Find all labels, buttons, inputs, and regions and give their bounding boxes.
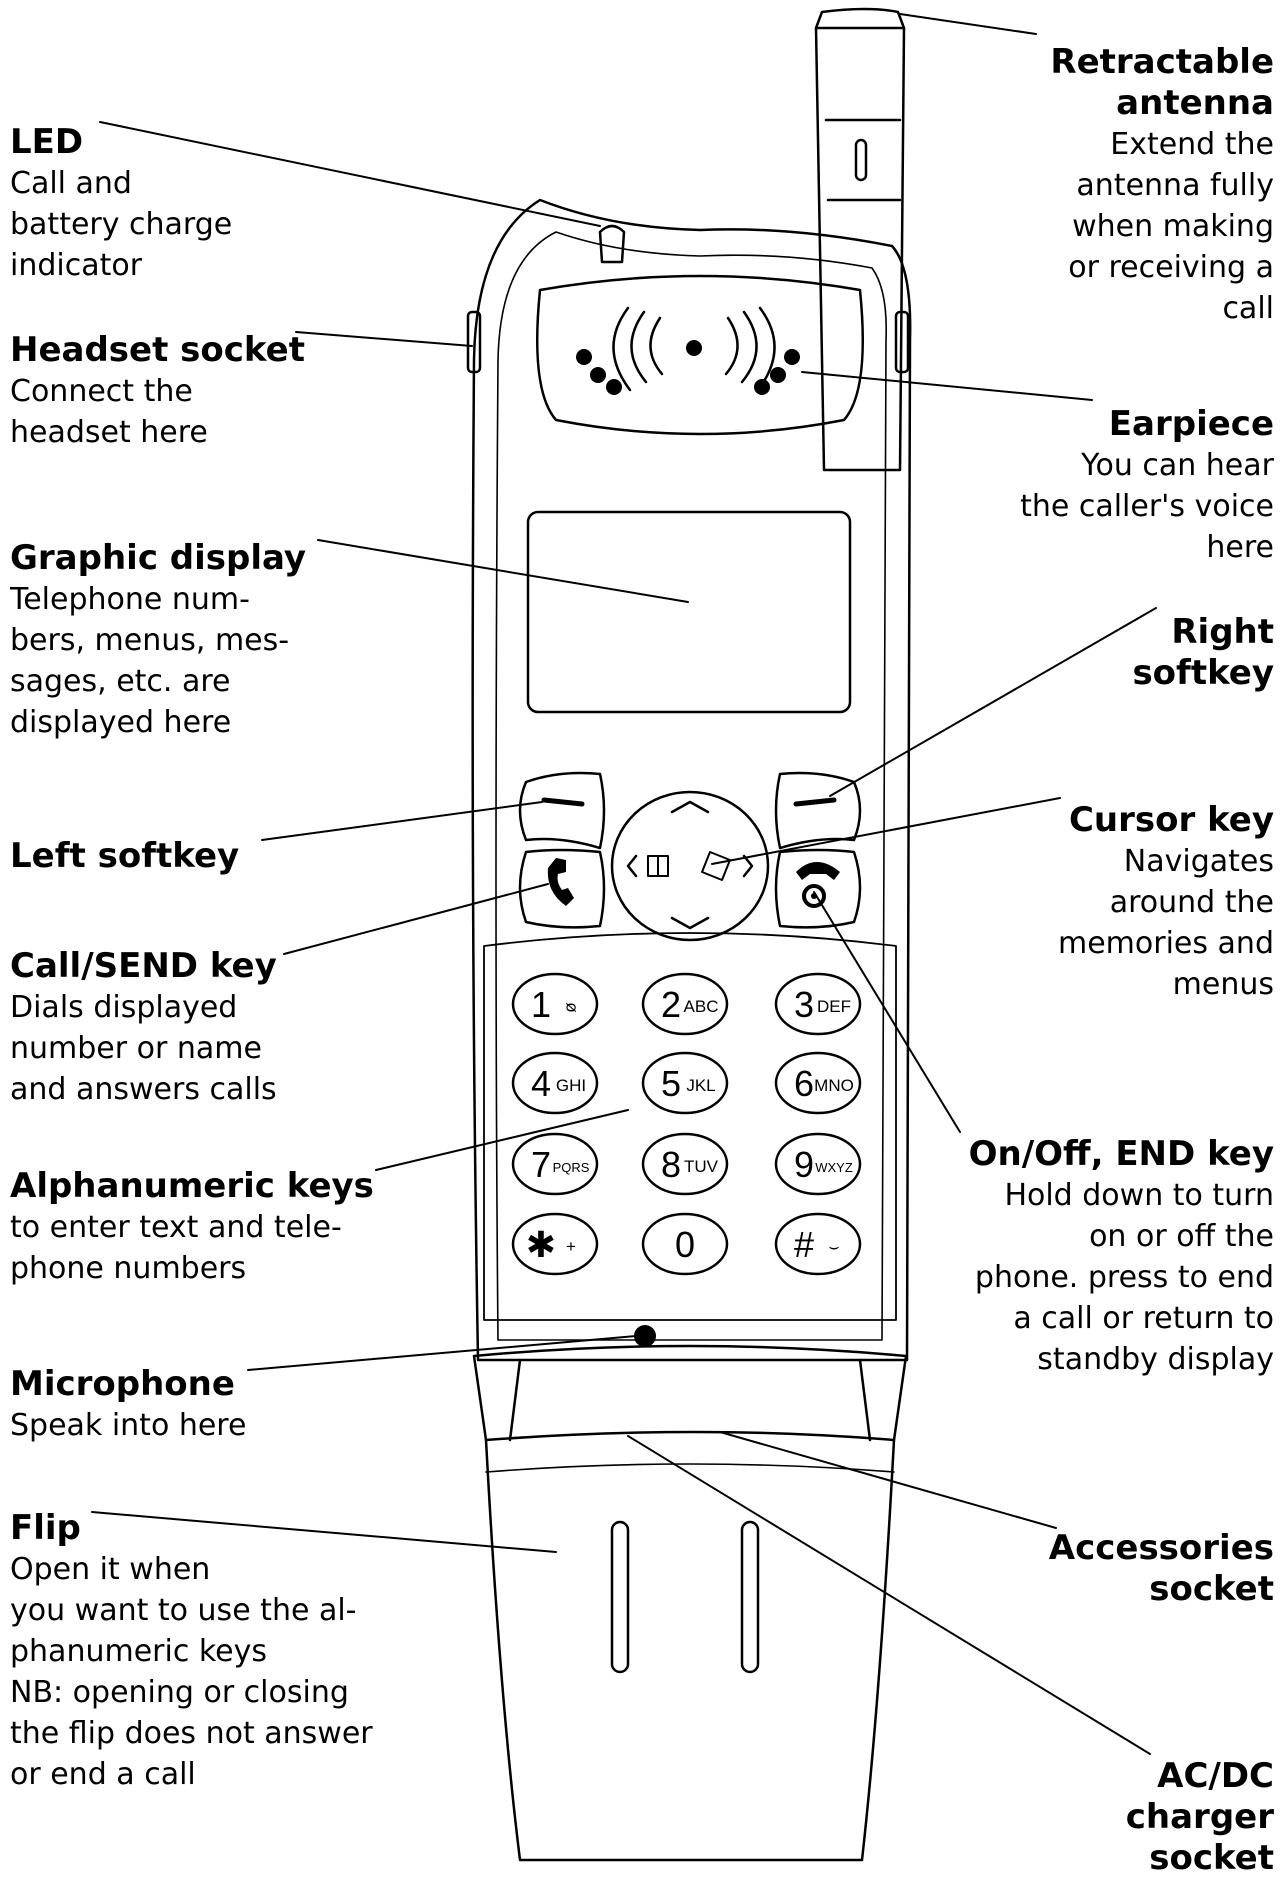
label-antenna-title: Retractable antenna	[1050, 42, 1274, 123]
label-cursor-title: Cursor key	[1068, 800, 1274, 840]
label-led: LED Call and battery charge indicator	[10, 122, 410, 286]
key-letters: +	[566, 1237, 576, 1256]
key-5[interactable]: 5 JKL	[641, 1051, 729, 1115]
right-key-cluster	[774, 771, 862, 929]
label-earpiece-desc: You can hear the caller's voice here	[1020, 448, 1274, 565]
key-digit: #	[794, 1224, 814, 1265]
key-11[interactable]: 0	[641, 1212, 729, 1276]
phone-handset-icon	[547, 858, 574, 906]
label-display-desc: Telephone num- bers, menus, mes- sages, …	[10, 582, 290, 740]
label-right-softkey-title: Right softkey	[1132, 612, 1274, 693]
label-microphone: Microphone Speak into here	[10, 1364, 410, 1446]
label-left-softkey: Left softkey	[10, 836, 410, 877]
key-digit: 2	[661, 984, 681, 1025]
label-on-off-title: On/Off, END key	[968, 1134, 1274, 1174]
key-digit: 7	[531, 1144, 551, 1185]
label-earpiece-title: Earpiece	[1108, 404, 1274, 444]
right-softkey[interactable]	[793, 797, 837, 807]
key-letters: JKL	[686, 1076, 715, 1095]
key-digit: 1	[531, 984, 551, 1025]
key-letters: ᴓ	[566, 997, 576, 1016]
label-led-desc: Call and battery charge indicator	[10, 166, 233, 283]
retractable-antenna	[814, 7, 906, 472]
key-10[interactable]: ✱+	[511, 1212, 599, 1276]
label-graphic-display: Graphic display Telephone num- bers, men…	[10, 538, 410, 743]
label-accessories-title: Accessories socket	[1048, 1528, 1274, 1609]
left-softkey[interactable]	[541, 797, 585, 807]
label-led-title: LED	[10, 122, 84, 162]
label-alphanumeric-keys: Alphanumeric keys to enter text and tele…	[10, 1166, 410, 1289]
earpiece-dots	[576, 340, 800, 395]
key-digit: ✱	[526, 1224, 556, 1265]
phone-body	[466, 198, 912, 1362]
label-flip: Flip Open it when you want to use the al…	[10, 1508, 410, 1795]
label-right-softkey: Right softkey	[874, 612, 1274, 694]
label-display-title: Graphic display	[10, 538, 307, 578]
label-retractable-antenna: Retractable antenna Extend the antenna f…	[874, 42, 1274, 329]
label-headset-desc: Connect the headset here	[10, 374, 208, 450]
key-digit: 9	[794, 1144, 814, 1185]
label-earpiece: Earpiece You can hear the caller's voice…	[874, 404, 1274, 568]
key-digit: 8	[661, 1144, 681, 1185]
label-call-send-key: Call/SEND key Dials displayed number or …	[10, 946, 410, 1110]
key-letters: TUV	[684, 1157, 719, 1176]
label-antenna-desc: Extend the antenna fully when making or …	[1068, 127, 1274, 326]
label-call-send-title: Call/SEND key	[10, 946, 277, 986]
label-charger-title: AC/DC charger socket	[1125, 1756, 1274, 1878]
key-digit: 3	[794, 984, 814, 1025]
key-letters: ⌣	[828, 1237, 839, 1256]
label-microphone-title: Microphone	[10, 1364, 235, 1404]
label-charger-socket: AC/DC charger socket	[874, 1756, 1274, 1879]
key-letters: ABC	[684, 997, 719, 1016]
label-headset-title: Headset socket	[10, 330, 305, 370]
key-letters: DEF	[817, 997, 851, 1016]
flip	[472, 1344, 908, 1862]
key-4[interactable]: 4 GHI	[511, 1051, 599, 1115]
label-flip-title: Flip	[10, 1508, 81, 1548]
cursor-key[interactable]	[610, 790, 770, 942]
microphone	[634, 1325, 656, 1347]
key-digit: 6	[794, 1063, 814, 1104]
end-call-icon	[796, 862, 840, 908]
label-left-softkey-title: Left softkey	[10, 836, 240, 876]
left-key-cluster	[518, 771, 606, 929]
key-digit: 4	[531, 1063, 551, 1104]
label-cursor-desc: Navigates around the memories and menus	[1058, 844, 1274, 1002]
label-cursor-key: Cursor key Navigates around the memories…	[874, 800, 1274, 1005]
graphic-display	[526, 510, 852, 714]
key-letters: MNO	[814, 1076, 854, 1095]
label-alphanumeric-title: Alphanumeric keys	[10, 1166, 374, 1206]
led-indicator	[598, 224, 626, 264]
label-on-off-desc: Hold down to turn on or off the phone. p…	[974, 1178, 1274, 1377]
label-microphone-desc: Speak into here	[10, 1408, 247, 1443]
label-flip-desc: Open it when you want to use the al- pha…	[10, 1552, 373, 1792]
label-alphanumeric-desc: to enter text and tele- phone numbers	[10, 1210, 342, 1286]
key-digit: 5	[661, 1063, 681, 1104]
keypad-panel	[483, 932, 897, 1321]
key-letters: PQRS	[553, 1160, 590, 1175]
cursor-arrows-icon	[647, 851, 731, 881]
label-call-send-desc: Dials displayed number or name and answe…	[10, 990, 277, 1107]
key-letters: GHI	[556, 1076, 586, 1095]
key-12[interactable]: #⌣	[774, 1212, 862, 1276]
label-on-off-end-key: On/Off, END key Hold down to turn on or …	[874, 1134, 1274, 1380]
label-headset-socket: Headset socket Connect the headset here	[10, 330, 410, 453]
label-accessories-socket: Accessories socket	[874, 1528, 1274, 1610]
key-letters: WXYZ	[815, 1160, 853, 1175]
earpiece	[536, 274, 864, 436]
key-digit: 0	[675, 1224, 695, 1265]
leader-lines	[91, 13, 1157, 1755]
